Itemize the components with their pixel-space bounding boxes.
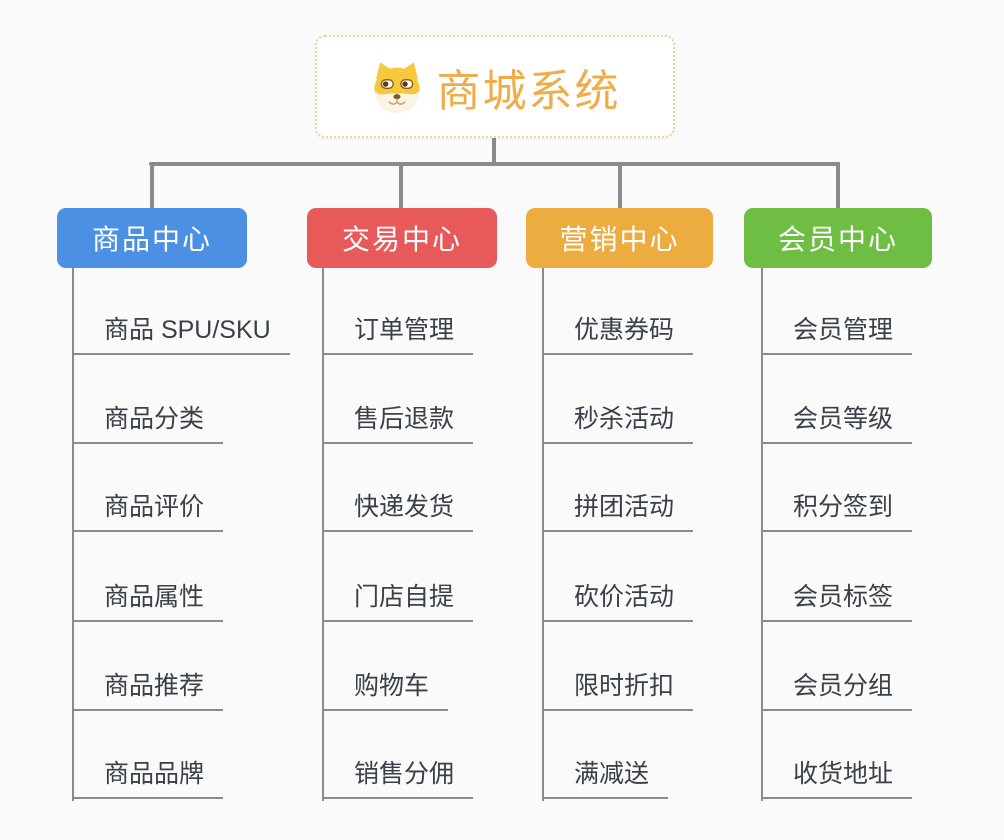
connector-root-trunk bbox=[492, 138, 496, 164]
leaf-node[interactable]: 会员等级 bbox=[761, 402, 913, 444]
branch-label: 营销中心 bbox=[559, 224, 680, 255]
branch-trunk-product-center bbox=[72, 268, 74, 801]
leaf-node[interactable]: 商品品牌 bbox=[72, 757, 224, 799]
leaf-node[interactable]: 快递发货 bbox=[322, 490, 474, 532]
leaf-node[interactable]: 满减送 bbox=[542, 757, 669, 799]
branch-trunk-trade-center bbox=[322, 268, 324, 801]
branch-trunk-marketing-center bbox=[542, 268, 544, 801]
leaf-node[interactable]: 收货地址 bbox=[761, 757, 913, 799]
branch-label: 商品中心 bbox=[91, 224, 212, 255]
leaf-node[interactable]: 优惠券码 bbox=[542, 313, 694, 355]
connector-horizontal-bar bbox=[149, 162, 840, 166]
root-title: 商城系统 bbox=[436, 66, 621, 116]
leaf-node[interactable]: 购物车 bbox=[322, 669, 449, 711]
leaf-node[interactable]: 限时折扣 bbox=[542, 669, 694, 711]
root-node[interactable]: 商城系统 bbox=[315, 35, 675, 138]
leaf-node[interactable]: 会员标签 bbox=[761, 580, 913, 622]
leaf-node[interactable]: 商品分类 bbox=[72, 402, 224, 444]
leaf-node[interactable]: 商品评价 bbox=[72, 490, 224, 532]
leaf-node[interactable]: 会员管理 bbox=[761, 313, 913, 355]
connector-drop-trade-center bbox=[399, 162, 403, 208]
branch-label: 会员中心 bbox=[777, 224, 898, 255]
leaf-node[interactable]: 销售分佣 bbox=[322, 757, 474, 799]
leaf-node[interactable]: 订单管理 bbox=[322, 313, 474, 355]
leaf-node[interactable]: 积分签到 bbox=[761, 490, 913, 532]
branch-node-product-center[interactable]: 商品中心 bbox=[57, 208, 247, 268]
shiba-dog-icon bbox=[373, 62, 420, 113]
leaf-node[interactable]: 会员分组 bbox=[761, 669, 913, 711]
leaf-node[interactable]: 秒杀活动 bbox=[542, 402, 694, 444]
leaf-node[interactable]: 商品 SPU/SKU bbox=[72, 313, 290, 355]
connector-drop-member-center bbox=[836, 162, 840, 208]
branch-label: 交易中心 bbox=[341, 224, 462, 255]
branch-node-member-center[interactable]: 会员中心 bbox=[744, 208, 932, 268]
connector-drop-product-center bbox=[150, 162, 154, 208]
leaf-node[interactable]: 售后退款 bbox=[322, 402, 474, 444]
branch-trunk-member-center bbox=[761, 268, 763, 801]
leaf-node[interactable]: 门店自提 bbox=[322, 580, 474, 622]
leaf-node[interactable]: 砍价活动 bbox=[542, 580, 694, 622]
connector-drop-marketing-center bbox=[618, 162, 622, 208]
branch-node-marketing-center[interactable]: 营销中心 bbox=[526, 208, 713, 268]
branch-node-trade-center[interactable]: 交易中心 bbox=[307, 208, 497, 268]
leaf-node[interactable]: 商品属性 bbox=[72, 580, 224, 622]
leaf-node[interactable]: 商品推荐 bbox=[72, 669, 224, 711]
leaf-node[interactable]: 拼团活动 bbox=[542, 490, 694, 532]
